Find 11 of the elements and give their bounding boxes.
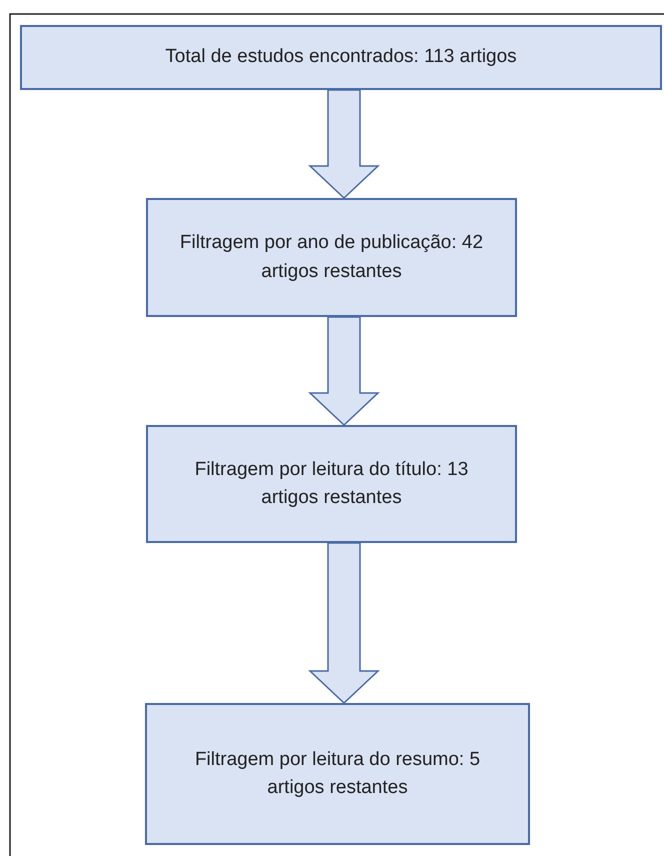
block-arrow (308, 542, 380, 704)
block-arrow (308, 316, 380, 426)
box-text: Filtragem por ano de publicação: 42 artigos restantes (178, 231, 484, 284)
process-box (146, 198, 517, 317)
box-text: Total de estudos encontrados: 113 artigos (165, 45, 517, 70)
block-arrow (308, 89, 380, 200)
box-text: Filtragem por leitura do título: 13 artigos restantes (194, 458, 470, 510)
box-text: Filtragem por leitura do resumo: 5 artigos restantes (194, 748, 482, 800)
process-box (20, 25, 662, 90)
process-box (145, 703, 530, 845)
process-box (146, 425, 517, 543)
